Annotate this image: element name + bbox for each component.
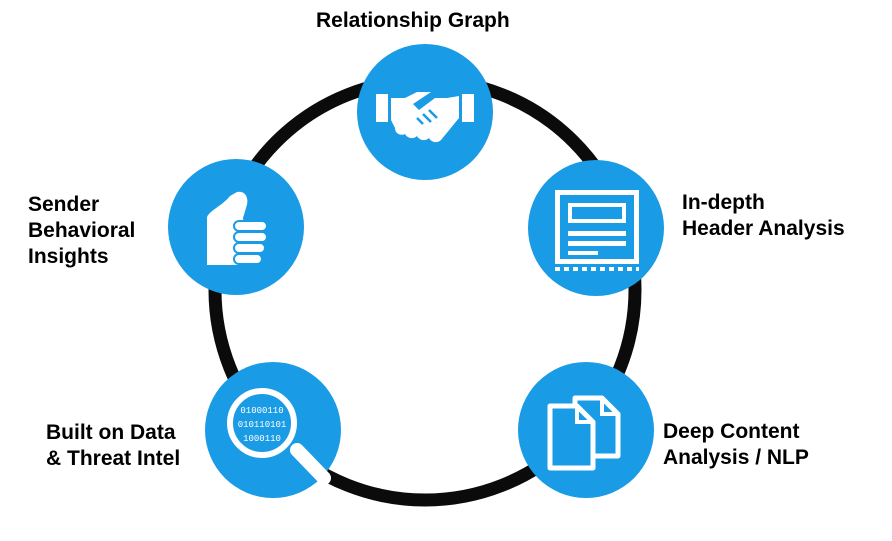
handshake-icon [376,92,474,143]
magnifier-binary-text-2: 010110101 [238,420,287,430]
label-line: Built on Data [46,421,176,444]
label-data-threat-intel: Built on Data & Threat Intel [46,420,180,472]
node-content-analysis [518,362,654,498]
magnifier-binary-text-1: 01000110 [240,406,283,416]
documents-icon [547,395,621,471]
label-content-analysis: Deep Content Analysis / NLP [663,419,809,471]
label-header-analysis: In-depth Header Analysis [682,190,845,242]
label-line: Analysis / NLP [663,446,809,469]
magnifier-binary-icon: 01000110 010110101 1000110 [227,388,331,485]
label-relationship-graph: Relationship Graph [316,8,510,34]
label-line: Behavioral [28,219,136,242]
node-data-threat-intel: 01000110 010110101 1000110 [205,362,341,498]
label-line: Insights [28,245,109,268]
label-line: Header Analysis [682,217,845,240]
node-sender-insights [168,159,304,295]
node-relationship-graph [357,44,493,180]
thumbs-up-icon [207,191,268,265]
node-header-analysis [528,160,664,296]
email-header-icon [555,190,639,271]
label-line: Sender [28,193,100,216]
label-line: Relationship Graph [316,9,510,32]
label-line: In-depth [682,191,765,214]
label-sender-insights: Sender Behavioral Insights [28,192,135,270]
label-line: & Threat Intel [46,447,181,470]
label-line: Deep Content [663,420,800,443]
magnifier-binary-text-3: 1000110 [243,434,281,444]
